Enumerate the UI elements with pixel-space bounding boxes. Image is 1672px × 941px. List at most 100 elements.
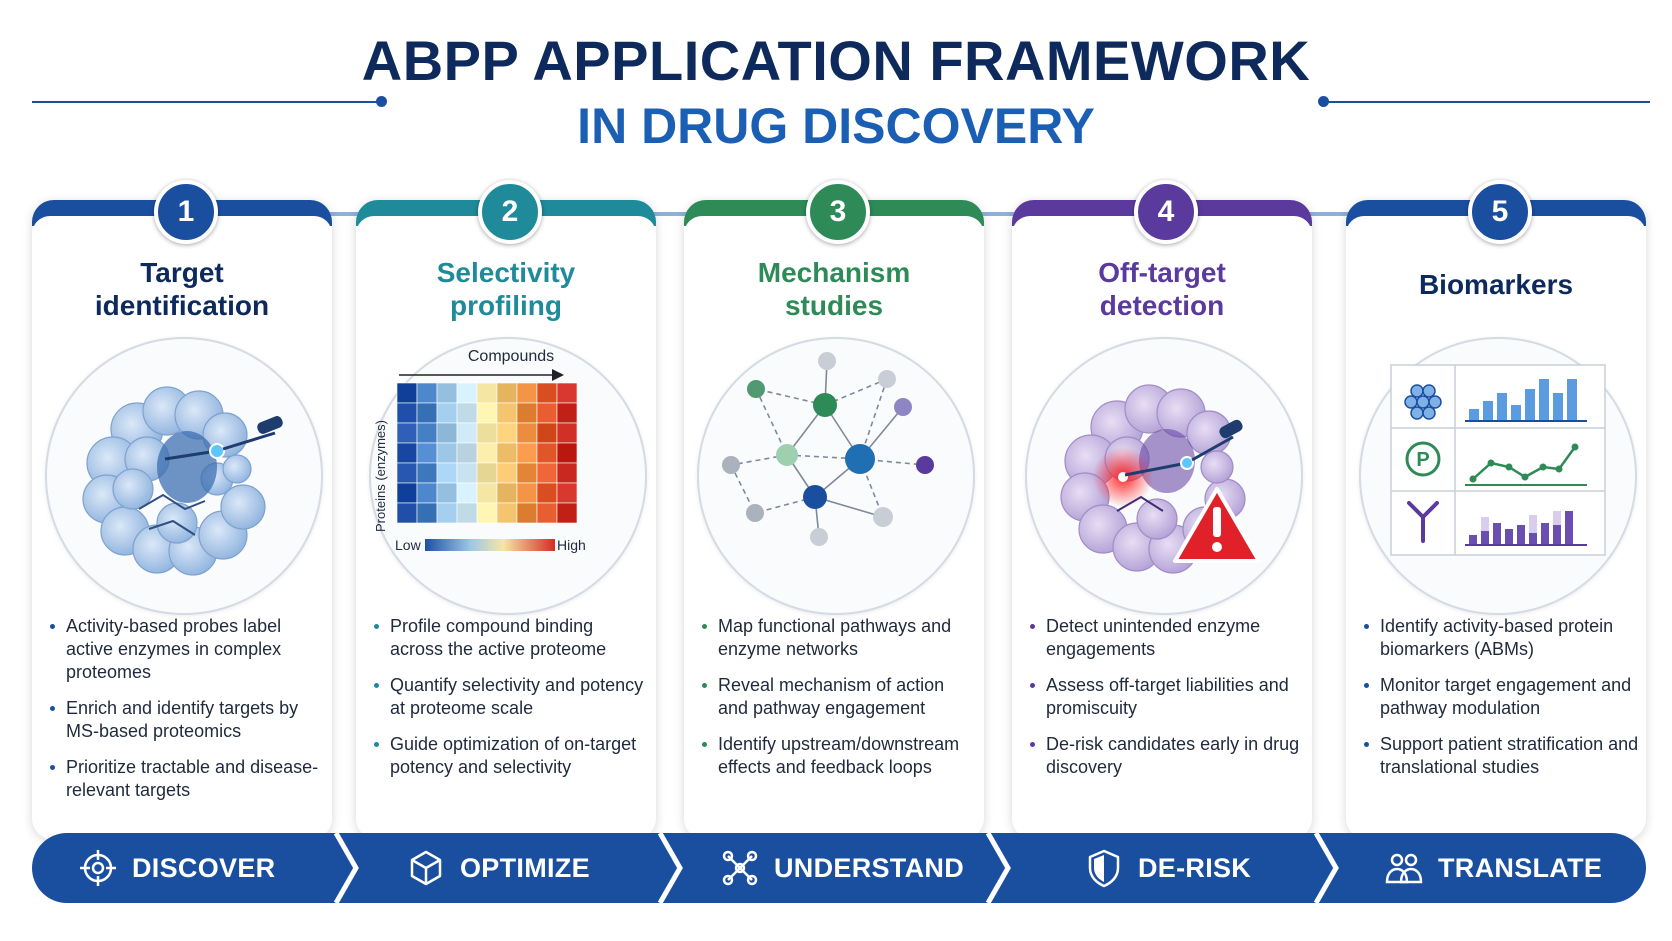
card-title-line1: Off-target — [1098, 257, 1226, 288]
heatmap: Compounds Proteins (enzymes) Low High — [373, 348, 586, 553]
stage-de-risk: DE-RISK — [1084, 833, 1251, 903]
heatmap-cell — [476, 442, 498, 464]
heatmap-cell — [436, 462, 458, 484]
bullet-list-1: Activity-based probes label active enzym… — [48, 615, 326, 815]
people-icon — [1385, 853, 1423, 884]
heatmap-cell — [416, 382, 438, 404]
stage-label: UNDERSTAND — [774, 852, 964, 883]
heatmap-cell — [496, 482, 518, 504]
heatmap-cell — [476, 502, 498, 524]
heatmap-cell — [416, 482, 438, 504]
stage-label: DE-RISK — [1138, 852, 1252, 883]
page-title-line1: ABPP APPLICATION FRAMEWORK — [361, 29, 1311, 92]
stage-optimize: OPTIMIZE — [406, 833, 590, 903]
heatmap-cells — [396, 382, 578, 524]
stage-label: TRANSLATE — [1438, 852, 1603, 883]
heatmap-cell — [516, 462, 538, 484]
heatmap-x-label: Compounds — [468, 348, 554, 365]
heatmap-cell — [456, 422, 478, 444]
antibody-icon — [1407, 501, 1439, 543]
protein-probe-icon — [82, 386, 283, 576]
heatmap-cell — [436, 422, 458, 444]
heatmap-cell — [396, 482, 418, 504]
card-title-mechanism-studies: Mechanism studies — [684, 256, 984, 322]
card-title-line2: detection — [1099, 290, 1225, 321]
heatmap-cell — [456, 482, 478, 504]
heatmap-cell — [516, 482, 538, 504]
heatmap-cell — [556, 442, 578, 464]
step-number-badge-2: 2 — [478, 180, 542, 244]
bullet-item: Reveal mechanism of action and pathway e… — [700, 674, 978, 720]
stage-label: DISCOVER — [132, 852, 276, 883]
heatmap-cell — [536, 442, 558, 464]
warning-triangle-icon — [1173, 487, 1261, 563]
heatmap-cell — [516, 382, 538, 404]
heatmap-cell — [416, 422, 438, 444]
heatmap-cell — [516, 402, 538, 424]
shield-icon — [1088, 849, 1120, 888]
bullet-item: Map functional pathways and enzyme netwo… — [700, 615, 978, 661]
heatmap-cell — [436, 382, 458, 404]
card-title-selectivity-profiling: Selectivity profiling — [356, 256, 656, 322]
illustration-circle-5: P — [1359, 337, 1637, 615]
cube-icon — [410, 850, 442, 886]
heatmap-cell — [556, 482, 578, 504]
heatmap-cell — [436, 482, 458, 504]
heatmap-cell — [536, 422, 558, 444]
card-title-line2: identification — [94, 290, 270, 321]
bullet-item: Identify activity-based protein biomarke… — [1362, 615, 1640, 661]
heatmap-cell — [516, 422, 538, 444]
bullet-list-5: Identify activity-based protein biomarke… — [1362, 615, 1640, 792]
protein-warning-icon — [1060, 384, 1261, 574]
heatmap-cell — [496, 382, 518, 404]
bullet-item: Quantify selectivity and potency at prot… — [372, 674, 650, 720]
step-number-badge-3: 3 — [806, 180, 870, 244]
heatmap-cell — [436, 442, 458, 464]
bullet-list-2: Profile compound binding across the acti… — [372, 615, 650, 792]
heatmap-cell — [436, 502, 458, 524]
bullet-list-4: Detect unintended enzyme engagements Ass… — [1028, 615, 1306, 792]
card-title-line2: profiling — [450, 290, 562, 321]
bullet-item: De-risk candidates early in drug discove… — [1028, 733, 1306, 779]
step-number-badge-1: 1 — [154, 180, 218, 244]
stage-understand: UNDERSTAND — [720, 833, 964, 903]
heatmap-cell — [536, 382, 558, 404]
stage-discover: DISCOVER — [78, 833, 275, 903]
stage-separator-chevron — [1313, 833, 1339, 903]
card-title-biomarkers: Biomarkers — [1346, 268, 1646, 301]
heatmap-cell — [556, 422, 578, 444]
stage-translate: TRANSLATE — [1384, 833, 1602, 903]
stage-separator-chevron — [985, 833, 1011, 903]
heatmap-cell — [396, 422, 418, 444]
card-title-target-identification: Target identification — [32, 256, 332, 322]
heatmap-cell — [476, 482, 498, 504]
heatmap-cell — [496, 422, 518, 444]
heatmap-cell — [496, 402, 518, 424]
heatmap-cell — [456, 502, 478, 524]
heatmap-cell — [536, 482, 558, 504]
step-number-badge-4: 4 — [1134, 180, 1198, 244]
stage-label: OPTIMIZE — [460, 852, 590, 883]
title-rule-left — [32, 101, 380, 103]
heatmap-cell — [476, 382, 498, 404]
card-title-line2: studies — [784, 290, 884, 321]
heatmap-cell — [536, 502, 558, 524]
heatmap-cell — [556, 382, 578, 404]
bullet-item: Detect unintended enzyme engagements — [1028, 615, 1306, 661]
page-title: ABPP APPLICATION FRAMEWORK IN DRUG DISCO… — [0, 28, 1672, 156]
heatmap-cell — [476, 422, 498, 444]
bullet-item: Enrich and identify targets by MS-based … — [48, 697, 326, 743]
stage-separator-chevron — [657, 833, 683, 903]
bullet-item: Identify upstream/downstream effects and… — [700, 733, 978, 779]
heatmap-cell — [456, 462, 478, 484]
page-title-line2: IN DRUG DISCOVERY — [577, 98, 1095, 154]
heatmap-cell — [476, 402, 498, 424]
illustration-circle-2: Compounds Proteins (enzymes) Low High — [369, 337, 647, 615]
stage-bar: DISCOVER OPTIMIZE UNDERSTAND DE-RISK — [32, 833, 1646, 903]
bar-chart-purple — [1469, 511, 1573, 545]
heatmap-cell — [456, 442, 478, 464]
heatmap-cell — [416, 502, 438, 524]
heatmap-cell — [516, 502, 538, 524]
crosshair-icon — [80, 850, 116, 886]
line-chart-green — [1465, 443, 1587, 486]
